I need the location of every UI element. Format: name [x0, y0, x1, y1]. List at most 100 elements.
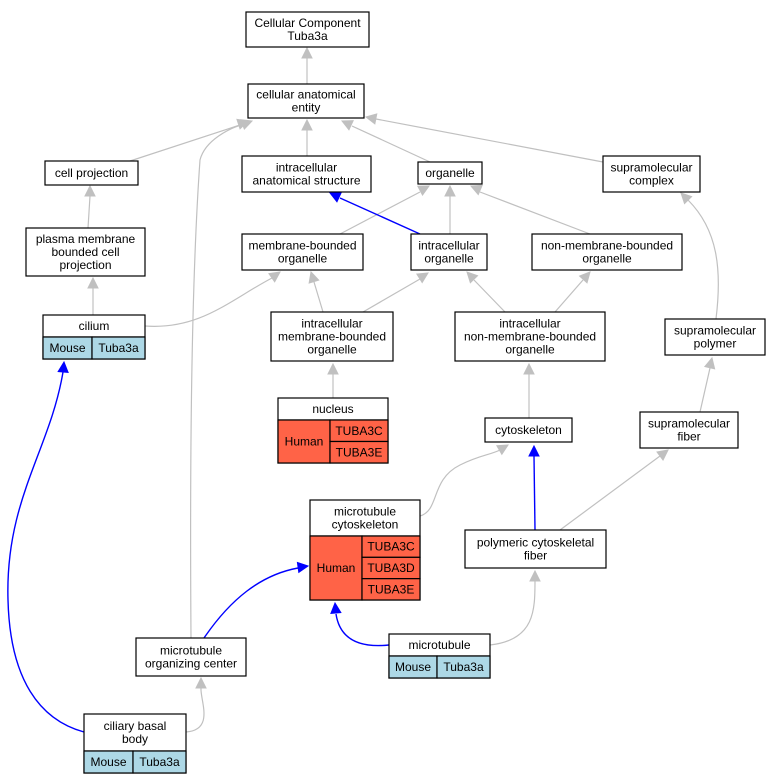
edge-supramolecular-polymer-to-supramolecular-complex — [680, 192, 719, 320]
node-label-line: fiber — [524, 549, 547, 563]
edge-polymeric-fiber-to-cytoskeleton — [528, 444, 540, 531]
arrowhead-cilium-to-pm-cell-projection — [87, 276, 99, 289]
arrowhead-inmbo-to-intracellular-organelle — [466, 271, 479, 284]
edge-intracellular-organelle-to-organelle — [444, 184, 456, 234]
node-label-line: fiber — [677, 430, 700, 444]
edge-cilium-to-membrane-bounded-organelle — [144, 271, 281, 327]
node-label-line: non-membrane-bounded — [541, 239, 673, 253]
edge-microtubule-to-microtubule-cytoskeleton — [330, 601, 390, 647]
arrowhead-mtoc-to-microtubule-cytoskeleton — [296, 561, 310, 574]
arrowhead-inmbo-to-non-membrane-bounded-organelle — [578, 271, 591, 284]
edge-intracellular-organelle-to-intracellular-anatomical-structure — [328, 192, 421, 235]
edge-imbo-to-membrane-bounded-organelle — [308, 270, 324, 313]
species-cell — [277, 419, 331, 464]
edge-mtoc-to-microtubule-cytoskeleton — [203, 561, 310, 639]
gene-label: TUBA3E — [368, 582, 415, 596]
node-cytoskeleton[interactable]: cytoskeleton — [484, 417, 573, 443]
node-label-line: organelle — [307, 343, 357, 357]
node-cell-projection[interactable]: cell projection — [44, 160, 139, 186]
gene-cell — [436, 655, 491, 679]
gene-cell — [91, 336, 146, 360]
node-label-line: anatomical structure — [252, 174, 360, 188]
arrowhead-ciliary-basal-body-to-cilium — [57, 360, 69, 373]
edge-ciliary-basal-body-to-cilium — [7, 360, 85, 733]
node-label-line: cytoskeleton — [495, 423, 562, 437]
gene-cell — [361, 578, 421, 601]
edge-imbo-to-intracellular-organelle — [362, 272, 429, 313]
edge-microtubule-cytoskeleton-to-cytoskeleton — [419, 444, 509, 517]
edge-polymeric-fiber-to-supramolecular-fiber — [559, 449, 669, 531]
gene-label: Tuba3a — [98, 341, 139, 355]
arrowhead-supramolecular-polymer-to-supramolecular-complex — [680, 192, 693, 205]
edge-inmbo-to-intracellular-organelle — [466, 271, 506, 313]
edge-pm-cell-projection-to-cell-projection — [84, 184, 96, 229]
node-label-line: microtubule — [334, 505, 396, 519]
gene-cell — [132, 750, 187, 774]
edge-mtoc-to-cellular-anatomical-entity — [189, 119, 254, 639]
arrowhead-organelle-to-cellular-anatomical-entity — [340, 120, 354, 131]
node-label-line: organelle — [582, 252, 632, 266]
node-label-line: Tuba3a — [287, 29, 328, 43]
arrowhead-pm-cell-projection-to-cell-projection — [84, 184, 96, 197]
node-label-line: intracellular — [276, 161, 337, 175]
node-label-line: nucleus — [312, 402, 353, 416]
node-label-line: cilium — [79, 319, 110, 333]
edges — [7, 46, 719, 733]
node-label-line: membrane-bounded — [278, 330, 386, 344]
arrowhead-imbo-to-membrane-bounded-organelle — [308, 270, 320, 284]
gene-label: TUBA3C — [367, 540, 415, 554]
node-label-line: cellular anatomical — [256, 88, 355, 102]
gene-label: TUBA3C — [335, 424, 383, 438]
node-label-line: supramolecular — [648, 417, 730, 431]
species-label: Mouse — [395, 660, 431, 674]
node-label-line: polymeric cytoskeletal — [477, 536, 594, 550]
edge-cell-projection-to-cellular-anatomical-entity — [129, 118, 250, 162]
node-label-line: cytoskeleton — [332, 518, 399, 532]
node-label-line: intracellular — [499, 317, 560, 331]
edge-microtubule-to-polymeric-fiber — [489, 569, 541, 646]
species-label: Mouse — [90, 755, 126, 769]
node-label-line: polymer — [694, 337, 737, 351]
node-label-line: organelle — [278, 252, 328, 266]
arrowhead-microtubule-to-polymeric-fiber — [529, 569, 541, 582]
node-label-line: organizing center — [145, 657, 237, 671]
node-label-line: organelle — [425, 166, 475, 180]
node-label-line: organelle — [505, 343, 555, 357]
node-microtubule-cytoskeleton[interactable]: microtubulecytoskeletonHumanTUBA3CTUBA3D… — [309, 499, 421, 601]
node-organelle[interactable]: organelle — [417, 161, 483, 185]
species-cell — [309, 535, 363, 601]
node-label-line: microtubule — [160, 644, 222, 658]
arrowhead-imbo-to-intracellular-organelle — [416, 272, 429, 284]
node-label-line: complex — [629, 174, 674, 188]
arrowhead-non-membrane-bounded-organelle-to-organelle — [469, 184, 483, 196]
gene-label: Tuba3a — [139, 755, 180, 769]
node-label-line: entity — [292, 101, 321, 115]
node-intracellular-non-membrane-bounded-organelle[interactable]: intracellularnon-membrane-boundedorganel… — [454, 311, 606, 362]
node-label-line: organelle — [424, 252, 474, 266]
node-label-line: projection — [59, 258, 111, 272]
node-label-line: microtubule — [408, 638, 470, 652]
edge-cilium-to-pm-cell-projection — [87, 276, 99, 315]
arrowhead-microtubule-cytoskeleton-to-cytoskeleton — [496, 444, 509, 456]
edge-intracellular-anatomical-structure-to-cellular-anatomical-entity — [301, 118, 313, 156]
node-label-line: membrane-bounded — [248, 239, 356, 253]
arrowhead-microtubule-to-microtubule-cytoskeleton — [330, 601, 342, 614]
node-label-line: intracellular — [418, 239, 479, 253]
